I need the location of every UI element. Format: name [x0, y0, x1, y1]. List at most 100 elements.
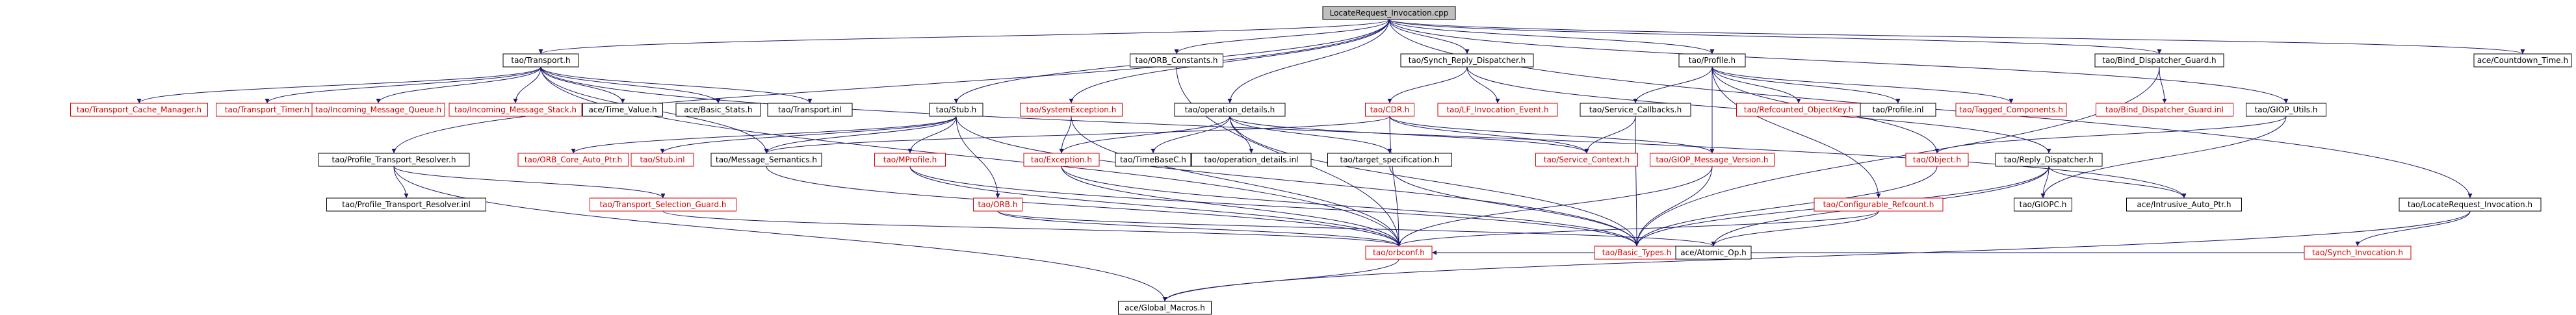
- graph-node-synch-reply[interactable]: tao/Synch_Reply_Dispatcher.h: [1400, 53, 1534, 68]
- node-box: [590, 197, 736, 212]
- node-box: [517, 153, 629, 167]
- graph-node-timebasec[interactable]: tao/TimeBaseC.h: [1115, 153, 1191, 167]
- graph-node-tcm[interactable]: tao/Transport_Cache_Manager.h: [70, 103, 208, 117]
- graph-node-ims[interactable]: tao/Incoming_Message_Stack.h: [449, 103, 582, 117]
- graph-node-giop-utils[interactable]: tao/GIOP_Utils.h: [2246, 103, 2326, 117]
- graph-node-stub-inl[interactable]: tao/Stub.inl: [631, 153, 694, 167]
- node-box: [631, 153, 694, 167]
- graph-node-basic-types[interactable]: tao/Basic_Types.h: [1594, 246, 1680, 260]
- node-label: ace/Global_Macros.h: [1125, 303, 1205, 312]
- edge-transport-h-to-transport-inl: [540, 66, 813, 104]
- edge-bind-disp-guard-to-basic-types: [1634, 66, 2160, 247]
- node-label: tao/Synch_Reply_Dispatcher.h: [1409, 56, 1526, 65]
- edge-giop-mv-to-orbconf: [1396, 166, 1713, 247]
- node-box: [1322, 6, 1456, 20]
- graph-node-intrusive-auto[interactable]: ace/Intrusive_Auto_Ptr.h: [2126, 197, 2242, 212]
- node-label: tao/Message_Semantics.h: [716, 155, 817, 164]
- edge-configurable-rc-to-orbconf: [1396, 210, 1879, 247]
- graph-node-stub-h[interactable]: tao/Stub.h: [929, 103, 983, 117]
- graph-node-system-exc[interactable]: tao/SystemException.h: [1020, 103, 1123, 117]
- graph-node-root[interactable]: LocateRequest_Invocation.cpp: [1322, 6, 1456, 20]
- graph-node-tsg[interactable]: tao/Transport_Selection_Guard.h: [590, 197, 736, 212]
- graph-node-giopc[interactable]: tao/GIOPC.h: [2014, 197, 2072, 212]
- graph-node-configurable-rc[interactable]: tao/Configurable_Refcount.h: [1814, 197, 1944, 212]
- graph-node-service-cb[interactable]: tao/Service_Callbacks.h: [1580, 103, 1691, 117]
- edge-root-to-bind-disp-guard: [1388, 19, 2162, 55]
- graph-node-service-ctx[interactable]: tao/Service_Context.h: [1535, 153, 1638, 167]
- edge-stub-h-to-orb-h: [956, 116, 1000, 199]
- graph-node-refcounted-ok[interactable]: tao/Refcounted_ObjectKey.h: [1736, 103, 1861, 117]
- node-label: tao/ORB.h: [978, 200, 1018, 209]
- graph-node-profile-h[interactable]: tao/Profile.h: [1678, 53, 1746, 68]
- graph-node-target-spec[interactable]: tao/target_specification.h: [1327, 153, 1452, 167]
- graph-node-tagged-comp[interactable]: tao/Tagged_Components.h: [1955, 103, 2067, 117]
- node-box: [2126, 197, 2242, 212]
- graph-node-cdr-h[interactable]: tao/CDR.h: [1365, 103, 1414, 117]
- node-label: tao/LocateRequest_Invocation.h: [2408, 200, 2532, 209]
- graph-node-atomic-op[interactable]: ace/Atomic_Op.h: [1675, 246, 1752, 260]
- edge-reply-disp-to-intrusive-auto: [2048, 166, 2187, 199]
- edge-synch-reply-to-lf-inv-event: [1466, 66, 1500, 104]
- graph-node-mprofile[interactable]: tao/MProfile.h: [874, 153, 946, 167]
- node-box: [973, 197, 1022, 212]
- graph-node-object-h[interactable]: tao/Object.h: [1905, 153, 1969, 167]
- graph-node-transport-inl[interactable]: tao/Transport.inl: [767, 103, 853, 117]
- graph-node-orb-h[interactable]: tao/ORB.h: [973, 197, 1022, 212]
- graph-node-time-value[interactable]: ace/Time_Value.h: [582, 103, 663, 117]
- edge-profile-h-to-profile-inl: [1711, 66, 1901, 104]
- graph-node-orbconf[interactable]: tao/orbconf.h: [1365, 246, 1433, 260]
- node-label: tao/Configurable_Refcount.h: [1823, 200, 1934, 209]
- node-label: tao/Reply_Dispatcher.h: [2004, 155, 2094, 164]
- graph-node-synch-inv[interactable]: tao/Synch_Invocation.h: [2304, 246, 2412, 260]
- graph-node-orb-constants[interactable]: tao/ORB_Constants.h: [1130, 53, 1223, 68]
- edge-op-details-to-basic-types: [1229, 116, 1639, 247]
- edge-profile-h-to-configurable-rc: [1711, 66, 1881, 199]
- node-label: tao/Profile.inl: [1873, 105, 1924, 114]
- edge-configurable-rc-to-atomic-op: [1711, 210, 1879, 247]
- node-label: tao/target_specification.h: [1340, 155, 1439, 164]
- graph-node-profile-inl[interactable]: tao/Profile.inl: [1860, 103, 1936, 117]
- node-label: tao/Incoming_Message_Queue.h: [315, 105, 441, 114]
- edge-profile-h-to-service-cb: [1633, 66, 1713, 104]
- graph-node-ptr-inl[interactable]: tao/Profile_Transport_Resolver.inl: [326, 197, 486, 212]
- graph-node-transport-h[interactable]: tao/Transport.h: [502, 53, 579, 68]
- node-box: [311, 103, 445, 117]
- edge-op-details-to-exception-h: [1059, 116, 1230, 154]
- node-label: tao/Synch_Invocation.h: [2312, 248, 2403, 257]
- graph-node-exception-h[interactable]: tao/Exception.h: [1023, 153, 1100, 167]
- node-layer: LocateRequest_Invocation.cpp tao/Transpor…: [70, 6, 2572, 315]
- edge-target-spec-to-basic-types: [1389, 166, 1639, 247]
- node-label: tao/SystemException.h: [1026, 105, 1117, 114]
- graph-node-bdg-inl[interactable]: tao/Bind_Dispatcher_Guard.inl: [2096, 103, 2233, 117]
- graph-node-msg-sem[interactable]: tao/Message_Semantics.h: [710, 153, 822, 167]
- edge-service-cb-to-basic-types: [1634, 116, 1639, 247]
- node-box: [1400, 53, 1534, 68]
- graph-node-locreq-inv-h[interactable]: tao/LocateRequest_Invocation.h: [2399, 197, 2542, 212]
- node-box: [1905, 153, 1969, 167]
- graph-node-ptr-h[interactable]: tao/Profile_Transport_Resolver.h: [318, 153, 470, 167]
- graph-node-lf-inv-event[interactable]: tao/LF_Invocation_Event.h: [1437, 103, 1558, 117]
- node-label: tao/Transport_Timer.h: [225, 105, 309, 114]
- node-box: [1115, 153, 1191, 167]
- graph-node-imq[interactable]: tao/Incoming_Message_Queue.h: [311, 103, 445, 117]
- node-box: [2094, 53, 2224, 68]
- graph-node-giop-mv[interactable]: tao/GIOP_Message_Version.h: [1650, 153, 1775, 167]
- graph-node-bind-disp-guard[interactable]: tao/Bind_Dispatcher_Guard.h: [2094, 53, 2224, 68]
- node-label: tao/LF_Invocation_Event.h: [1446, 105, 1548, 114]
- graph-node-countdown[interactable]: ace/Countdown_Time.h: [2473, 53, 2572, 68]
- edge-transport-h-to-ims: [513, 66, 541, 104]
- edge-stub-h-to-orb-core-auto: [571, 116, 957, 154]
- graph-node-op-details[interactable]: tao/operation_details.h: [1174, 103, 1286, 117]
- graph-node-reply-disp[interactable]: tao/Reply_Dispatcher.h: [1995, 153, 2103, 167]
- node-label: LocateRequest_Invocation.cpp: [1330, 8, 1449, 18]
- node-label: tao/operation_details.inl: [1204, 155, 1298, 164]
- node-box: [1130, 53, 1223, 68]
- graph-node-orb-core-auto[interactable]: tao/ORB_Core_Auto_Ptr.h: [517, 153, 629, 167]
- graph-node-transport-timer[interactable]: tao/Transport_Timer.h: [216, 103, 319, 117]
- graph-node-op-details-inl[interactable]: tao/operation_details.inl: [1191, 153, 1312, 167]
- edge-op-details-to-target-spec: [1229, 116, 1392, 154]
- graph-node-basic-stats[interactable]: ace/Basic_Stats.h: [675, 103, 761, 117]
- edge-reply-disp-to-giopc: [2040, 166, 2049, 199]
- node-label: ace/Intrusive_Auto_Ptr.h: [2137, 200, 2231, 209]
- graph-node-global-macros[interactable]: ace/Global_Macros.h: [1118, 301, 1212, 315]
